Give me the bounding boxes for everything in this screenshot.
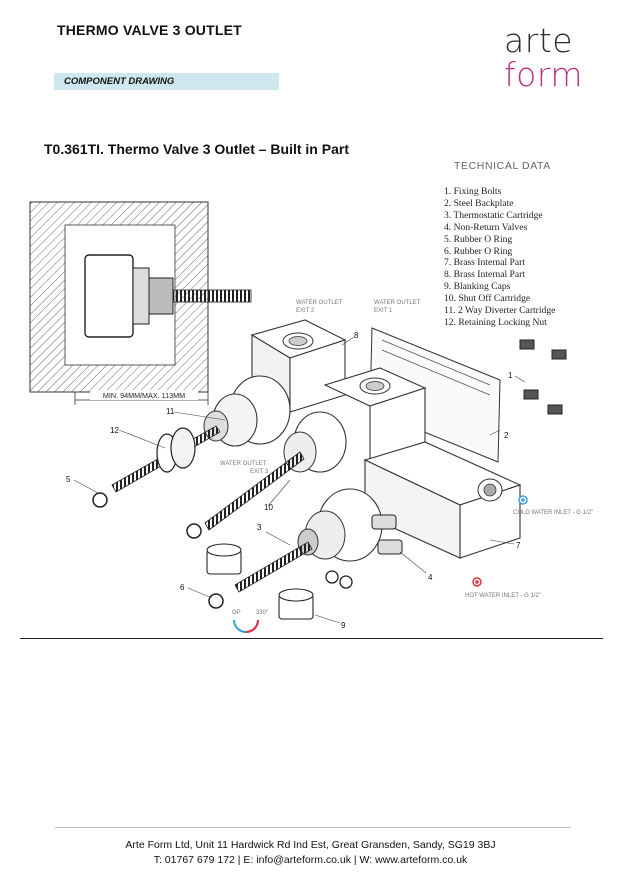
fixing-bolts	[519, 339, 567, 415]
rubber-o-rings	[92, 492, 353, 609]
parts-list-item: 10. Shut Off Cartridge	[444, 293, 531, 305]
exit1-sub-label: EXIT 1	[374, 308, 393, 314]
exit2-sub-label: EXIT 2	[296, 308, 315, 314]
document-title: THERMO VALVE 3 OUTLET	[57, 22, 242, 38]
footer: Arte Form Ltd, Unit 11 Hardwick Rd Ind E…	[0, 838, 621, 868]
exit1-label: WATER OUTLET	[374, 300, 421, 306]
logo-form: form	[504, 55, 583, 94]
footer-contact: T: 01767 679 172 | E: info@arteform.co.u…	[153, 854, 468, 866]
parts-list-item: 1. Fixing Bolts	[444, 186, 502, 197]
parts-list-item: 8. Brass Internal Part	[444, 269, 525, 281]
section-banner: COMPONENT DRAWING	[54, 73, 279, 90]
exploded-component-drawing: MIN. 94MM/MAX. 113MM	[29, 201, 593, 633]
callout-11: 11	[166, 407, 175, 416]
drawing-bottom-rule	[20, 638, 603, 639]
parts-list-item: 11. 2 Way Diverter Cartridge	[444, 305, 556, 317]
parts-list: 1. Fixing Bolts 2. Steel Backplate 3. Th…	[444, 186, 555, 329]
retaining-locking-nut	[156, 427, 196, 473]
cold-inlet-dot	[521, 498, 525, 502]
callout-8: 8	[354, 331, 359, 340]
arteform-logo: arte form	[504, 24, 583, 92]
callout-7: 7	[516, 541, 521, 550]
parts-list-item: 2. Steel Backplate	[444, 197, 514, 209]
callout-10: 10	[264, 503, 273, 512]
cold-inlet-label: COLD WATER INLET - G 1/2"	[513, 510, 593, 516]
callout-5: 5	[66, 475, 71, 484]
footer-address: Arte Form Ltd, Unit 11 Hardwick Rd Ind E…	[125, 839, 496, 851]
callout-leaders	[73, 336, 526, 624]
wall-section-inset: MIN. 94MM/MAX. 113MM	[29, 201, 252, 405]
callout-12: 12	[110, 426, 119, 435]
parts-list-item: 5. Rubber O Ring	[444, 233, 513, 245]
callout-9: 9	[341, 621, 346, 630]
parts-list-item: 4. Non-Return Valves	[444, 221, 528, 233]
exit3-label: WATER OUTLET	[220, 461, 267, 467]
callout-2: 2	[504, 431, 509, 440]
parts-list-item: 12. Retaining Locking Nut	[444, 316, 547, 328]
hot-inlet-label: HOT WATER INLET - G 1/2"	[465, 593, 541, 599]
temp-min-label: OP	[232, 610, 241, 616]
exit2-label: WATER OUTLET	[296, 300, 343, 306]
blanking-caps	[206, 543, 314, 620]
temp-max-label: 330°	[256, 610, 269, 616]
callout-6: 6	[180, 583, 185, 592]
temperature-dial: OP 330°	[232, 610, 269, 633]
parts-list-item: 7. Brass Internal Part	[444, 257, 525, 269]
brass-body	[250, 319, 522, 559]
part-heading: T0.361TI. Thermo Valve 3 Outlet – Built …	[44, 141, 349, 157]
callout-1: 1	[508, 371, 513, 380]
hot-inlet-dot	[475, 580, 479, 584]
parts-list-item: 6. Rubber O Ring	[444, 245, 513, 257]
exit3-sub-label: EXIT 3	[250, 469, 269, 475]
technical-data-heading: TECHNICAL DATA	[454, 160, 551, 172]
callout-3: 3	[257, 523, 262, 532]
callout-4: 4	[428, 573, 433, 582]
parts-list-item: 9. Blanking Caps	[444, 281, 511, 293]
wall-depth-label: MIN. 94MM/MAX. 113MM	[103, 391, 185, 400]
logo-arte: arte	[504, 21, 574, 60]
footer-divider	[55, 827, 570, 828]
non-return-valves	[371, 514, 403, 555]
parts-list-item: 3. Thermostatic Cartridge	[444, 209, 543, 221]
